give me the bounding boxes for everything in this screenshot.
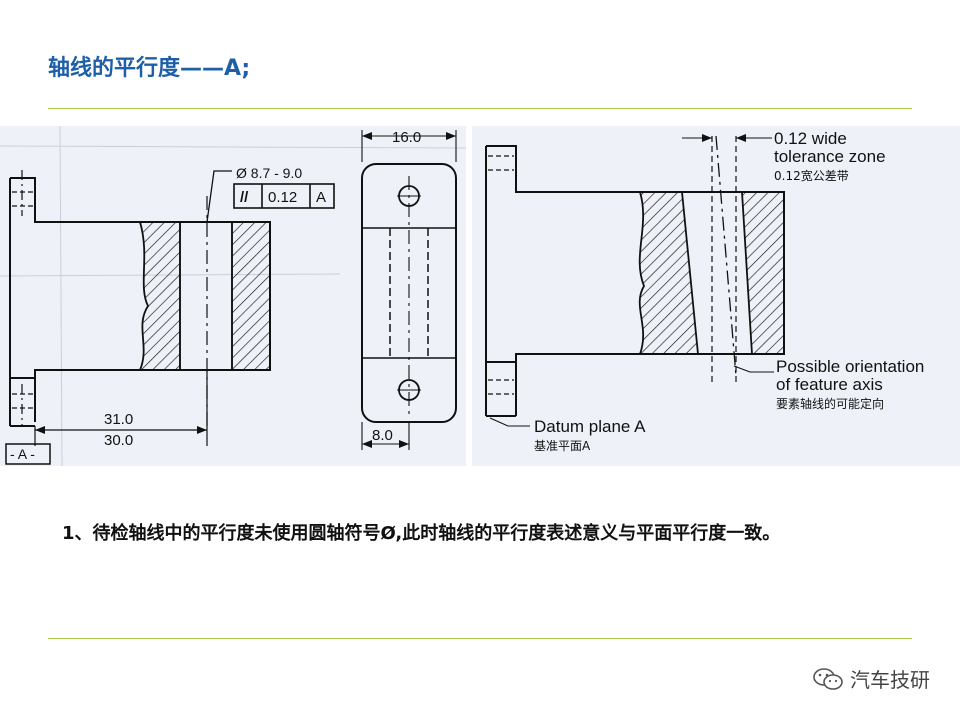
hatch-left-section-right	[638, 191, 699, 355]
part-outline-right	[485, 145, 785, 417]
hatch-right-section	[231, 221, 271, 371]
top-view-offset: 8.0	[372, 427, 393, 444]
zone-label-2: tolerance zone	[774, 147, 886, 166]
datum-label-right: Datum plane A	[534, 417, 646, 436]
dim-lower: 30.0	[104, 432, 133, 449]
datum-leader	[489, 417, 530, 427]
datum-label-cn: 基准平面A	[534, 439, 591, 453]
right-drawing-figure: 0.12 wide tolerance zone 0.12宽公差带 Possib…	[472, 126, 960, 466]
top-view: 16.0 8.0	[361, 129, 457, 450]
left-drawing-svg: Ø 8.7 - 9.0 // 0.12 A 31.0 30.0 - A -	[0, 126, 466, 466]
hidden-lines	[12, 170, 34, 426]
top-view-width: 16.0	[392, 129, 421, 146]
callout-leader	[206, 170, 232, 223]
axis-label-2: of feature axis	[776, 375, 883, 394]
fcf-tolerance: 0.12	[268, 189, 297, 206]
footer-brand-text: 汽车技研	[850, 668, 930, 692]
fcf-datum: A	[316, 189, 326, 206]
zone-label-cn: 0.12宽公差带	[774, 168, 849, 183]
hatch-right-section-right	[741, 191, 785, 355]
hatch-left-section	[138, 221, 181, 371]
feature-control-frame: // 0.12 A	[233, 183, 335, 209]
footer-brand: 汽车技研	[812, 664, 930, 693]
zone-label-1: 0.12 wide	[774, 129, 847, 148]
axis-leader	[733, 365, 774, 373]
axis-label-cn: 要素轴线的可能定向	[776, 396, 884, 411]
axis-label-1: Possible orientation	[776, 357, 924, 376]
zone-dimension	[682, 134, 772, 142]
length-dimension: 31.0 30.0	[34, 370, 208, 449]
bottom-divider	[48, 638, 912, 639]
datum-label: - A -	[10, 446, 35, 462]
top-divider	[48, 108, 912, 109]
left-drawing-figure: Ø 8.7 - 9.0 // 0.12 A 31.0 30.0 - A -	[0, 126, 466, 466]
wechat-icon	[813, 667, 843, 690]
dim-upper: 31.0	[104, 411, 133, 428]
hidden-lines-right	[488, 155, 514, 395]
fcf-symbol: //	[240, 189, 249, 206]
explanation-note: 1、待检轴线中的平行度未使用圆轴符号Ø,此时轴线的平行度表述意义与平面平行度一致…	[62, 523, 781, 544]
slide-title: 轴线的平行度——A;	[48, 56, 251, 81]
datum-symbol-a: - A -	[5, 443, 51, 465]
right-drawing-svg: 0.12 wide tolerance zone 0.12宽公差带 Possib…	[485, 129, 924, 453]
tilted-feature-axis	[715, 135, 737, 377]
part-outline	[9, 177, 271, 427]
diameter-callout: Ø 8.7 - 9.0	[236, 165, 302, 181]
